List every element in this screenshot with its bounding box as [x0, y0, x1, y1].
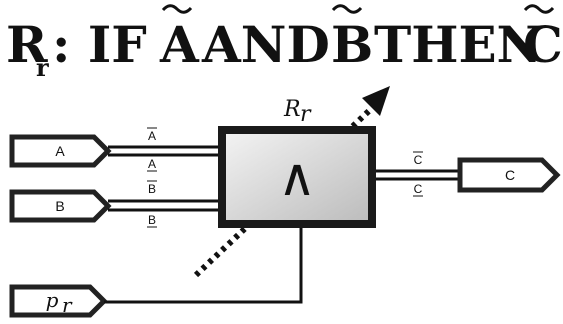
port-a-label: A: [55, 143, 65, 159]
tilde-a-mark: [161, 4, 193, 14]
title-antecedent-b: B: [331, 15, 373, 74]
tilde-c-mark: [523, 4, 555, 14]
port-c-label: C: [505, 167, 515, 183]
title-consequent: C: [523, 15, 563, 74]
priority-input-port: p r: [9, 284, 108, 318]
output-port-c: C: [457, 157, 561, 193]
input-port-a: A: [9, 134, 112, 168]
block-rule-label: R: [283, 97, 301, 122]
signal-b-top: B: [148, 182, 156, 196]
signal-c-top: C: [414, 153, 423, 167]
tilde-b-mark: [331, 4, 363, 14]
title-rule-subscript: r: [36, 53, 49, 82]
title-antecedent-a: A: [159, 15, 200, 74]
title-if-prefix: : IF: [52, 15, 147, 74]
signal-c-bottom: C: [414, 182, 423, 196]
port-b-label: B: [55, 198, 64, 214]
priority-wire: [104, 228, 303, 304]
signal-a-top: A: [148, 129, 156, 143]
arrow-head-icon: [362, 86, 390, 116]
and-operator-symbol: ∧: [278, 148, 316, 208]
rule-title: R r : IF A AND B THEN C: [6, 4, 563, 82]
rule-block: ∧: [218, 126, 376, 228]
title-rule-symbol: R: [6, 15, 48, 74]
title-then-word: THEN: [374, 15, 542, 74]
signal-b-bottom: B: [148, 213, 156, 227]
input-port-b: B: [9, 189, 112, 223]
priority-label: p: [46, 288, 59, 312]
priority-subscript: r: [62, 293, 73, 317]
block-rule-subscript: r: [300, 102, 312, 127]
title-connective: AND: [201, 15, 330, 74]
signal-a-bottom: A: [148, 157, 156, 171]
